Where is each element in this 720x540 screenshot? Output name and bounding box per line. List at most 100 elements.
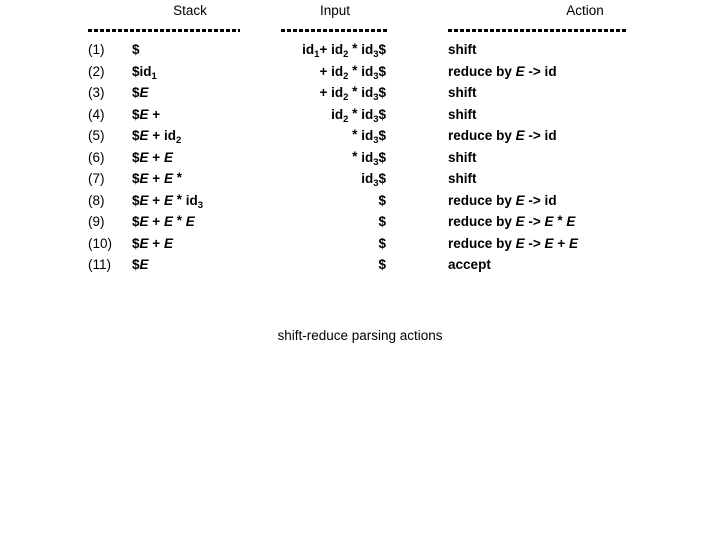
subscript: 3 bbox=[373, 135, 379, 146]
nonterminal-E: E bbox=[139, 235, 149, 251]
input-cell: id3$ bbox=[361, 171, 386, 189]
nonterminal-E: E bbox=[139, 192, 149, 208]
input-cell: + id2 * id3$ bbox=[319, 62, 386, 82]
row-number: (8) bbox=[88, 192, 105, 208]
subscript: 2 bbox=[175, 135, 182, 146]
input-cell: id1+ id2 * id3$ bbox=[302, 41, 386, 60]
asterisk-operator: * bbox=[352, 148, 358, 164]
action-cell: shift bbox=[448, 85, 477, 100]
separator-rule-input bbox=[281, 29, 388, 32]
nonterminal-E: E bbox=[139, 128, 149, 143]
action-cell: shift bbox=[448, 171, 477, 186]
input-cell: + id2 * id3$ bbox=[319, 84, 386, 103]
row-number: (7) bbox=[88, 171, 105, 186]
table-row: (7) $E + E * id3$ shift bbox=[0, 170, 720, 193]
row-number: (6) bbox=[88, 149, 105, 165]
nonterminal-E: E bbox=[139, 85, 149, 100]
row-number: (5) bbox=[88, 128, 105, 143]
separator-rule-stack bbox=[88, 29, 240, 32]
subscript: 3 bbox=[373, 49, 379, 60]
column-header-input: Input bbox=[319, 3, 351, 18]
row-number: (11) bbox=[88, 257, 112, 272]
subscript: 3 bbox=[373, 178, 379, 189]
asterisk-operator: * bbox=[352, 105, 358, 121]
subscript: 2 bbox=[343, 113, 349, 125]
asterisk-operator: * bbox=[176, 213, 182, 228]
table-row: (3) $E + id2 * id3$ shift bbox=[0, 84, 720, 107]
asterisk-operator: * bbox=[352, 84, 358, 99]
action-cell: shift bbox=[448, 42, 477, 57]
row-number: (9) bbox=[88, 214, 105, 229]
nonterminal-E: E bbox=[515, 192, 525, 208]
nonterminal-E: E bbox=[163, 192, 173, 208]
subscript: 3 bbox=[373, 156, 379, 168]
input-cell: * id3$ bbox=[352, 127, 386, 146]
nonterminal-E: E bbox=[139, 257, 149, 272]
action-cell: reduce by E -> E * E bbox=[448, 213, 576, 229]
subscript: 3 bbox=[373, 70, 379, 82]
asterisk-operator: * bbox=[352, 127, 358, 142]
subscript: 1 bbox=[314, 49, 320, 60]
stack-cell: $E + bbox=[132, 106, 161, 122]
row-number: (3) bbox=[88, 85, 105, 100]
subscript: 3 bbox=[197, 199, 204, 211]
row-number: (1) bbox=[88, 42, 105, 57]
stack-cell: $E + id2 bbox=[132, 128, 182, 146]
table-row: (4) $E + id2 * id3$ shift bbox=[0, 105, 720, 129]
subscript: 2 bbox=[343, 92, 349, 103]
subscript: 3 bbox=[373, 113, 379, 125]
stack-cell: $E + E * id3 bbox=[132, 191, 204, 211]
table-row: (9)$E + E * E$reduce by E -> E * E bbox=[0, 213, 720, 236]
nonterminal-E: E bbox=[163, 149, 173, 165]
input-cell: $ bbox=[378, 192, 386, 208]
row-number: (10) bbox=[88, 235, 113, 251]
stack-cell: $E + E bbox=[132, 149, 173, 165]
table-row: (10)$E + E$reduce by E -> E + E bbox=[0, 236, 720, 258]
subscript: 2 bbox=[343, 70, 349, 82]
asterisk-operator: * bbox=[176, 191, 182, 207]
input-cell: id2 * id3$ bbox=[331, 105, 386, 125]
nonterminal-E: E bbox=[163, 235, 173, 251]
subscript: 1 bbox=[151, 70, 157, 82]
nonterminal-E: E bbox=[139, 106, 149, 122]
nonterminal-E: E bbox=[163, 171, 173, 186]
nonterminal-E: E bbox=[139, 214, 149, 229]
stack-cell: $E bbox=[132, 85, 149, 100]
nonterminal-E: E bbox=[515, 235, 525, 251]
action-cell: reduce by E -> id bbox=[448, 192, 557, 208]
stack-cell: $E bbox=[132, 257, 149, 272]
action-cell: shift bbox=[448, 106, 477, 122]
nonterminal-E: E bbox=[139, 171, 149, 186]
asterisk-operator: * bbox=[176, 170, 182, 185]
input-cell: $ bbox=[378, 214, 386, 229]
table-row: (1)$id1+ id2 * id3$shift bbox=[0, 41, 720, 64]
action-cell: reduce by E -> id bbox=[448, 63, 557, 79]
nonterminal-E: E bbox=[163, 214, 173, 229]
table-row: (8) $E + E * id3 $ reduce by E -> id bbox=[0, 191, 720, 215]
input-cell: $ bbox=[378, 257, 386, 272]
asterisk-operator: * bbox=[352, 41, 358, 56]
nonterminal-E: E bbox=[544, 214, 554, 229]
nonterminal-E: E bbox=[568, 235, 578, 251]
row-number: (2) bbox=[88, 63, 105, 79]
row-number: (4) bbox=[88, 106, 105, 122]
nonterminal-E: E bbox=[185, 214, 195, 229]
figure-caption: shift-reduce parsing actions bbox=[277, 328, 443, 343]
action-cell: reduce by E -> E + E bbox=[448, 235, 578, 251]
stack-cell: $id1 bbox=[132, 63, 157, 82]
stack-cell: $E + E bbox=[132, 235, 173, 251]
nonterminal-E: E bbox=[515, 128, 525, 143]
column-header-stack: Stack bbox=[173, 3, 207, 18]
input-cell: * id3$ bbox=[352, 148, 386, 168]
stack-cell: $E + E * bbox=[132, 170, 182, 186]
separator-rule-action bbox=[448, 29, 628, 32]
trace-rows: (1)$id1+ id2 * id3$shift(2)$id1+ id2 * i… bbox=[0, 41, 720, 279]
subscript: 3 bbox=[373, 92, 379, 103]
asterisk-operator: * bbox=[352, 62, 358, 78]
table-row: (6)$E + E* id3$shift bbox=[0, 148, 720, 172]
nonterminal-E: E bbox=[544, 235, 554, 251]
nonterminal-E: E bbox=[139, 149, 149, 165]
action-cell: accept bbox=[448, 257, 491, 272]
nonterminal-E: E bbox=[515, 63, 525, 79]
